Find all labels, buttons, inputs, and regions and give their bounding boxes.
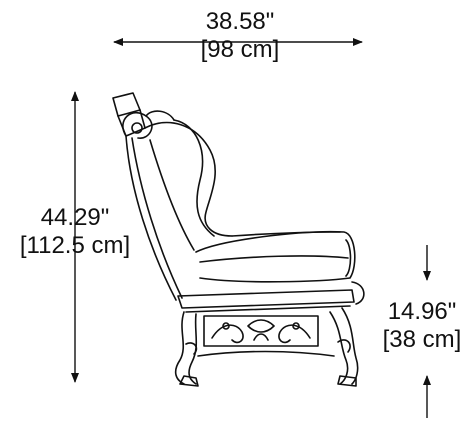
- height-metric: [112.5 cm]: [19, 232, 131, 259]
- height-dimension-label: 44.29" [112.5 cm]: [0, 204, 150, 260]
- width-dimension-label: 38.58" [98 cm]: [170, 8, 310, 64]
- height-imperial: 44.29": [40, 204, 110, 231]
- seat-height-metric: [38 cm]: [382, 326, 462, 353]
- width-imperial: 38.58": [205, 8, 275, 35]
- width-metric: [98 cm]: [200, 36, 280, 63]
- seat-height-dimension-label: 14.96" [38 cm]: [372, 298, 472, 354]
- chair-side-view-drawing: [112, 92, 365, 387]
- seat-height-imperial: 14.96": [387, 298, 457, 325]
